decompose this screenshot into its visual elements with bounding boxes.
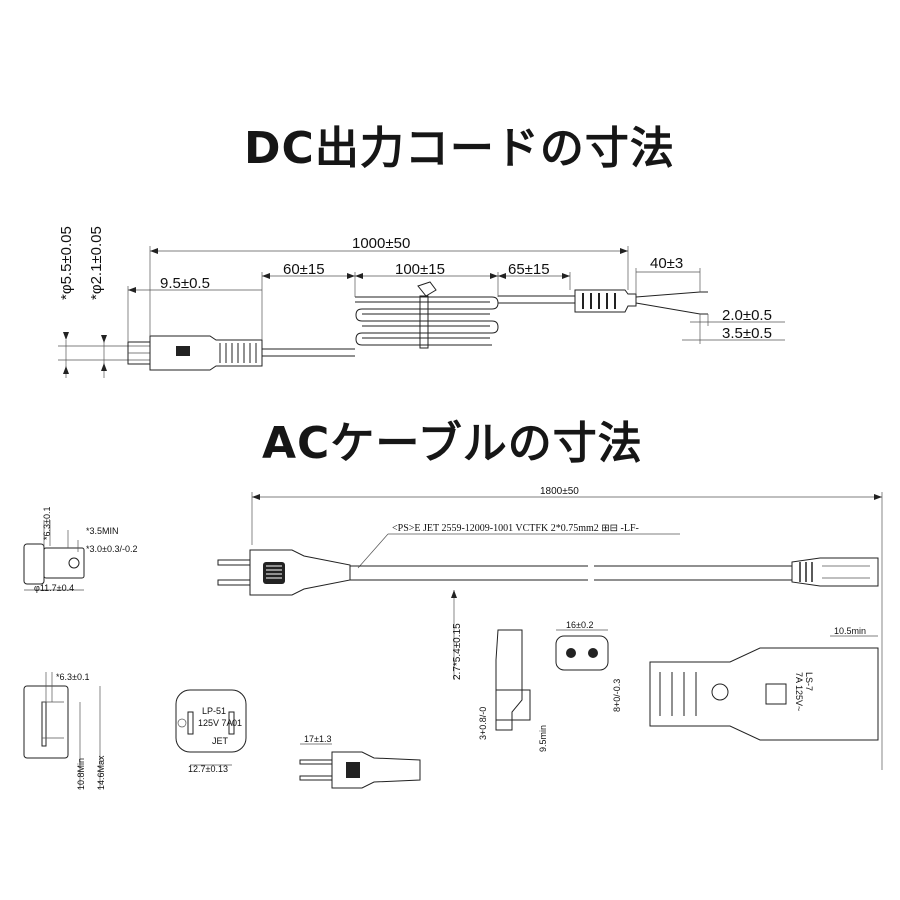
side-top-label: *6.3±0.1 — [42, 507, 52, 540]
dc-strain-relief — [574, 289, 637, 313]
socket-face-view — [555, 635, 609, 671]
conn-small-label: 9.5min — [538, 725, 548, 752]
dc-total-length-label: 1000±50 — [352, 235, 410, 252]
small-plug-view — [331, 751, 421, 789]
dc-split-label: 40±3 — [650, 255, 683, 272]
dc-seg1-label: 60±15 — [283, 261, 325, 278]
ac-cable-marking: <PS>E JET 2559-12009-1001 VCTFK 2*0.75mm… — [392, 523, 639, 534]
coiled-cable — [355, 296, 499, 346]
end-rating-label: 7A 125V~ — [794, 672, 804, 711]
side-base-label: φ11.7±0.4 — [34, 583, 74, 593]
dc-seg2-label: 100±15 — [395, 261, 445, 278]
ac-cable-drawing: 1800±50 <PS>E JET 2559-12009-1001 VCTFK … — [23, 486, 883, 790]
dc-outer-diameter-label: *φ5.5±0.05 — [58, 226, 75, 300]
plug-face-rating: 125V 7A — [198, 718, 233, 728]
ac-total-length-label: 1800±50 — [540, 486, 579, 497]
end-length-label: 10.5min — [834, 626, 866, 636]
front-width-label: *6.3±0.1 — [56, 672, 89, 682]
dc-inner-diameter-label: *φ2.1±0.05 — [88, 226, 105, 300]
connector-side-view — [495, 629, 523, 731]
end-model-label: LS-7 — [804, 672, 814, 691]
end-connector-large — [649, 647, 879, 741]
dc-cord-drawing: *φ5.5±0.05 *φ2.1±0.05 — [58, 226, 785, 378]
dc-cord-title: DC出力コードの寸法 — [244, 123, 675, 174]
conn-vertical-label: 3+0.8/-0 — [478, 707, 488, 740]
plug-face-jet: JET — [212, 736, 229, 746]
dc-seg3-label: 65±15 — [508, 261, 550, 278]
ac-end-connector — [791, 557, 879, 587]
side-min-label: *3.5MIN — [86, 526, 119, 536]
plug-face-width-label: 12.7±0.13 — [188, 764, 228, 774]
socket-width-label: 16±0.2 — [566, 620, 593, 630]
dc-plug-length-label: 9.5±0.5 — [160, 275, 210, 292]
plug-face-view — [175, 689, 247, 753]
dc-strip1-label: 2.0±0.5 — [722, 307, 772, 324]
ac-cable-title: ACケーブルの寸法 — [262, 418, 643, 469]
front-h1-label: 10.8Min — [76, 758, 86, 790]
plug-side-view — [23, 543, 45, 585]
dc-plug-body — [149, 335, 263, 371]
plug-face-model: LP-51 — [202, 706, 226, 716]
dc-strip2-label: 3.5±0.5 — [722, 325, 772, 342]
ac-pin-spacing-label: 2.7*5.4±0.15 — [452, 623, 463, 680]
plug-face-code: 01 — [232, 718, 242, 728]
socket-height-label: 8+0/-0.3 — [612, 679, 622, 712]
side-pin-label: *3.0±0.3/-0.2 — [86, 544, 137, 554]
small-plug-width-label: 17±1.3 — [304, 734, 331, 744]
front-h2-label: 14.6Max — [96, 755, 106, 790]
